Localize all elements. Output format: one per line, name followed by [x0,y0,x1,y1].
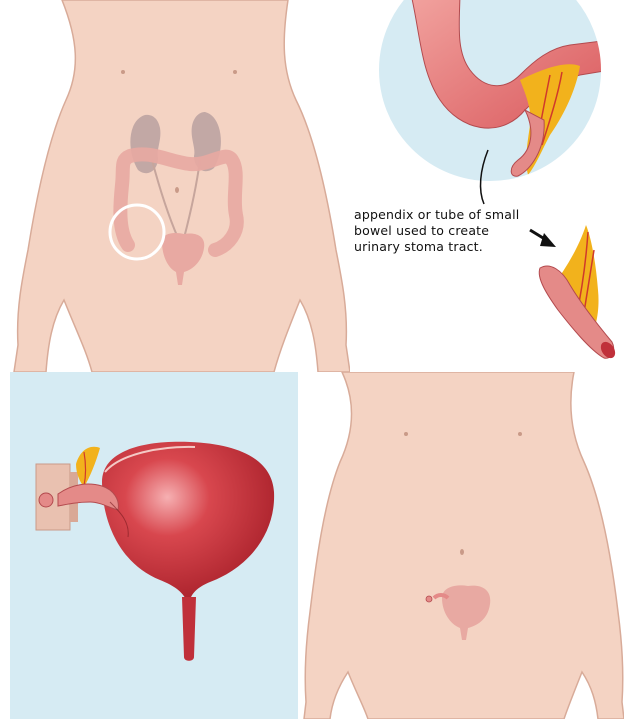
torso-silhouette-2 [304,372,624,719]
bladder [102,442,274,600]
nipple-right [233,70,237,74]
intestine-inset-panel [350,0,624,372]
torso-silhouette [14,0,350,372]
urethra [182,597,196,661]
bladder-stoma-illustration [10,372,298,719]
navel [175,187,179,193]
bladder-stoma-panel [10,372,298,719]
annotation-line-3: urinary stoma tract. [354,239,574,255]
stoma-fat [76,447,100,487]
annotation-caption: appendix or tube of small bowel used to … [354,207,574,255]
nipple-left-2 [404,432,408,436]
annotation-line-1: appendix or tube of small [354,207,574,223]
stoma-small [426,596,432,602]
torso-stoma-illustration [298,372,624,719]
torso-stoma-panel [298,372,624,719]
torso-organs-panel [0,0,350,372]
navel-2 [460,549,464,555]
stoma-opening [39,493,53,507]
nipple-left [121,70,125,74]
intestine-inset-illustration [350,0,624,372]
torso-organs-illustration [0,0,350,372]
nipple-right-2 [518,432,522,436]
annotation-line-2: bowel used to create [354,223,574,239]
